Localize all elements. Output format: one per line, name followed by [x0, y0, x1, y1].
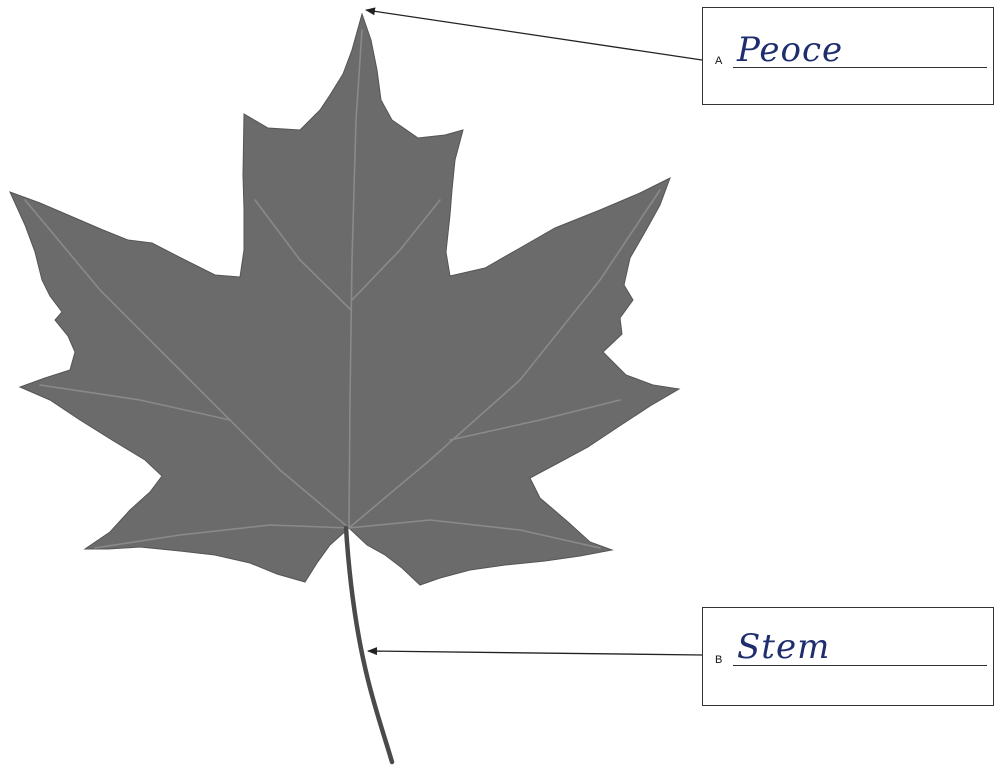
- answer-line-b: [733, 665, 987, 666]
- label-box-a: A Peoce: [702, 7, 994, 105]
- label-answer-b: Stem: [737, 630, 830, 664]
- label-letter-a: A: [715, 55, 722, 67]
- leaf-stem: [346, 528, 392, 762]
- answer-line-a: [733, 67, 987, 68]
- label-letter-b: B: [715, 654, 722, 666]
- label-box-b: B Stem: [702, 607, 994, 706]
- pointer-line-b: [368, 651, 702, 655]
- label-answer-a: Peoce: [737, 33, 843, 67]
- pointer-line-a: [366, 10, 702, 60]
